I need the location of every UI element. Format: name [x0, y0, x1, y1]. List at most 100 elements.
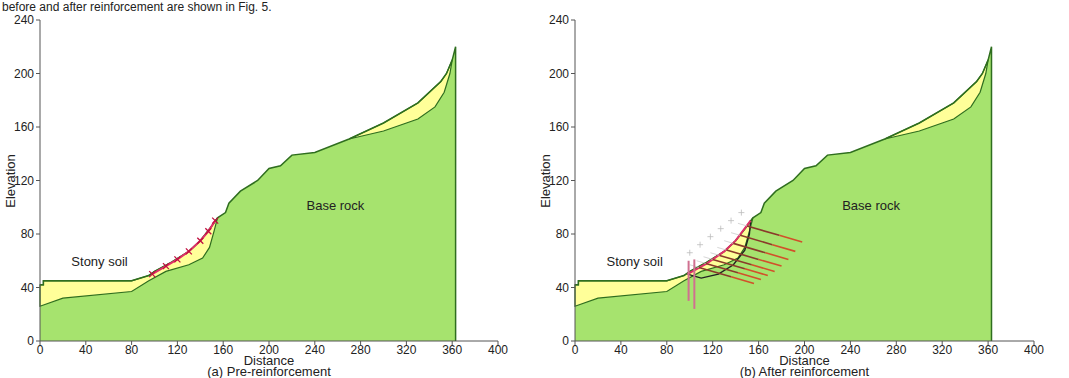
slip-marker: [205, 228, 211, 234]
plot-label: 240: [549, 14, 569, 26]
plot-label: 160: [213, 344, 233, 356]
anchor-bond-length: [738, 273, 761, 280]
tick-mark: [36, 287, 40, 288]
anchor-bond-length: [759, 259, 782, 266]
slip-marker: [212, 218, 218, 224]
tick-mark: [571, 127, 575, 128]
plot-label: (a) Pre-reinforcement: [207, 365, 331, 378]
stony-soil-region: [40, 218, 218, 306]
tick-mark: [571, 180, 575, 181]
plot-label: 120: [549, 175, 569, 187]
anchor-free-length: [747, 226, 779, 235]
tick-mark: [36, 234, 40, 235]
plot-label: 120: [14, 175, 34, 187]
plot-label: 120: [703, 344, 723, 356]
anchor-bond-length: [745, 269, 768, 276]
text-fragment: before and after reinforcement are shown…: [2, 1, 271, 13]
tick-mark: [571, 341, 575, 342]
slip-marker: [149, 271, 155, 277]
grid-mark: [738, 210, 744, 216]
plot-label: 80: [21, 228, 34, 240]
slip-surface: [688, 221, 751, 275]
plot-label: 0: [37, 344, 44, 356]
plot-label: 320: [396, 344, 416, 356]
anchor-head: [738, 223, 747, 226]
axis-title: Elevation: [539, 154, 552, 207]
anchor-head: [704, 257, 713, 260]
stony-soil-region: [349, 60, 452, 139]
plot-label: 400: [488, 344, 508, 356]
anchor-free-length: [726, 250, 758, 259]
anchor-bond-length: [765, 253, 788, 260]
plot-label: 360: [442, 344, 462, 356]
anchor-free-length: [740, 235, 772, 244]
grid-mark: [718, 226, 724, 232]
plot-label: 40: [556, 282, 569, 294]
plot-label: Stony soil: [71, 254, 127, 267]
slip-surface: [152, 221, 215, 275]
plot-label: 240: [840, 344, 860, 356]
plot-label: 160: [14, 121, 34, 133]
anti-slide-pile: [693, 259, 695, 308]
plot-label: 200: [549, 68, 569, 80]
plot-label: 40: [79, 344, 92, 356]
plot-label: 80: [660, 344, 673, 356]
tick-mark: [571, 73, 575, 74]
ground-surface: [40, 47, 456, 341]
grid-mark: [728, 218, 734, 224]
tick-mark: [571, 234, 575, 235]
slip-marker: [186, 248, 192, 254]
plot-label: 160: [749, 344, 769, 356]
plot-label: 240: [14, 14, 34, 26]
plot-label: 40: [21, 282, 34, 294]
grid-mark: [697, 242, 703, 248]
slip-marker: [197, 238, 203, 244]
tick-mark: [36, 180, 40, 181]
anchor-head: [717, 247, 726, 250]
ground-surface: [575, 47, 992, 341]
slip-marker: [163, 263, 169, 269]
plot-label: 40: [614, 344, 627, 356]
slip-surface: [688, 221, 751, 279]
plot-label: 80: [556, 228, 569, 240]
plot-label: 320: [932, 344, 952, 356]
plot-label: 80: [125, 344, 138, 356]
tick-mark: [571, 20, 575, 21]
anchor-head: [731, 233, 740, 236]
tick-mark: [36, 341, 40, 342]
plot-label: 280: [351, 344, 371, 356]
tick-mark: [36, 73, 40, 74]
anchor-head: [724, 241, 733, 244]
tick-mark: [36, 20, 40, 21]
tick-mark: [571, 287, 575, 288]
plot-label: 400: [1024, 344, 1044, 356]
anti-slide-pile: [688, 261, 690, 301]
grid-mark: [687, 250, 693, 256]
plot-label: Base rock: [842, 198, 900, 211]
tick-mark: [36, 127, 40, 128]
stony-soil-region: [575, 218, 753, 306]
stony-soil-region: [885, 60, 988, 139]
anchor-bond-length: [731, 277, 754, 284]
plot-label: (b) After reinforcement: [740, 365, 869, 378]
axis-title: Elevation: [4, 154, 17, 207]
plot-label: 200: [14, 68, 34, 80]
plot-label: 280: [886, 344, 906, 356]
plot-label: 0: [572, 344, 579, 356]
base-rock-region: [40, 47, 456, 341]
plot-label: 0: [27, 335, 34, 347]
plot-label: 240: [305, 344, 325, 356]
plot-label: 120: [167, 344, 187, 356]
anchor-head: [710, 253, 719, 256]
anchor-free-length: [733, 243, 765, 252]
anchor-bond-length: [772, 245, 795, 252]
base-rock-region: [575, 47, 992, 341]
plot-label: Base rock: [307, 198, 365, 211]
plot-label: 360: [978, 344, 998, 356]
anchor-bond-length: [752, 265, 775, 272]
plot-label: 160: [549, 121, 569, 133]
plot-label: Stony soil: [606, 254, 662, 267]
plot-label: 0: [562, 335, 569, 347]
anchor-bond-length: [779, 235, 802, 242]
